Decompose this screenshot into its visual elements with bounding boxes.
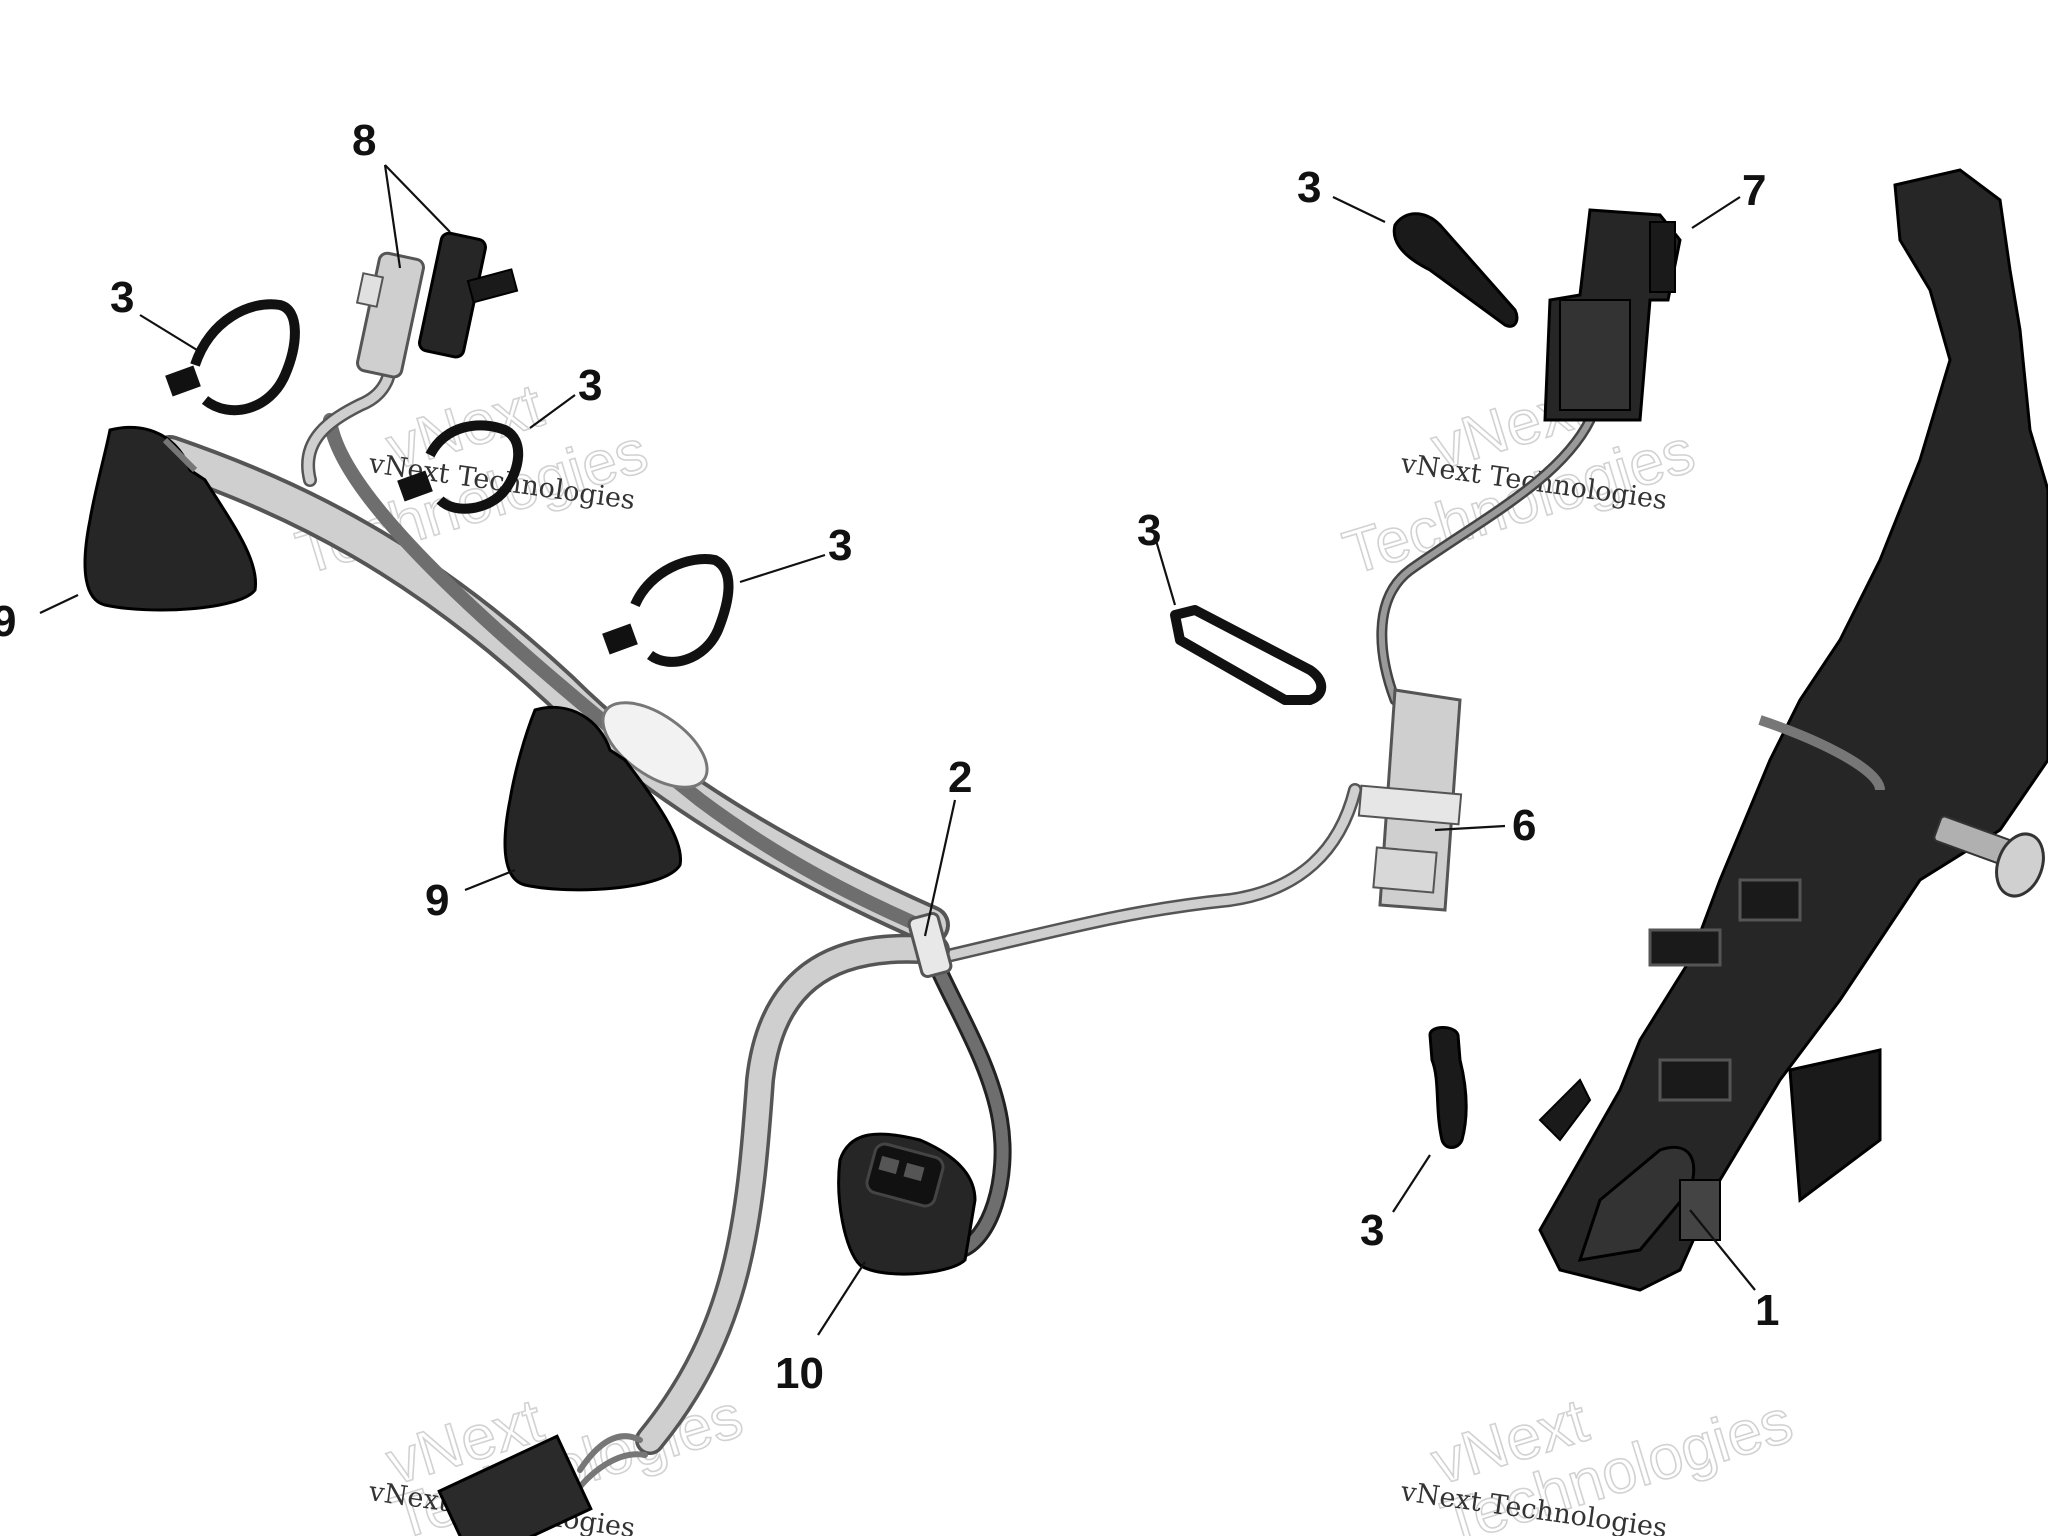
callout-3-upper-left: 3 [110, 273, 134, 322]
ignition-coil-boot-lower [503, 705, 683, 892]
connector-6 [1357, 688, 1463, 912]
callout-3-middle-left: 3 [578, 361, 602, 410]
ignition-coil-boot-upper [83, 425, 258, 612]
leader-lines [39, 164, 1756, 1336]
callout-6: 6 [1512, 801, 1536, 850]
cable-tie-upper-left [165, 299, 300, 416]
callout-3-bottom-right: 3 [1360, 1206, 1384, 1255]
connector-pair-8 [355, 231, 519, 379]
callout-3-center: 3 [828, 521, 852, 570]
watermark-bottom-right: Technologies vNext vNext Technologies [1398, 1385, 1801, 1536]
callout-7: 7 [1742, 166, 1766, 215]
cable-tie-flat [1170, 605, 1327, 705]
callout-1: 1 [1755, 1286, 1779, 1335]
callout-9-lower: 9 [425, 876, 449, 925]
callout-2: 2 [948, 753, 972, 802]
connector-10 [837, 1132, 977, 1276]
callouts: 8 3 3 3 9 9 2 3 3 7 6 3 1 10 [0, 116, 1779, 1398]
bolt [1933, 815, 2045, 898]
cable-tie-top-right [1392, 212, 1519, 328]
ecu-module-1 [1538, 168, 2048, 1292]
cable-tie-middle-left [397, 420, 524, 514]
callout-9-upper: 9 [0, 597, 16, 646]
callout-3-flat: 3 [1137, 506, 1161, 555]
callout-10: 10 [775, 1349, 824, 1398]
cable-tie-bottom-right [1428, 1026, 1468, 1149]
connector-7 [1543, 208, 1682, 422]
wiring-harness [150, 333, 1596, 1536]
callout-8: 8 [352, 116, 376, 165]
cable-tie-center [602, 554, 734, 667]
callout-3-top-right: 3 [1297, 163, 1321, 212]
watermark-top-right: Technologies vNext vNext Technologies [1335, 370, 1703, 589]
